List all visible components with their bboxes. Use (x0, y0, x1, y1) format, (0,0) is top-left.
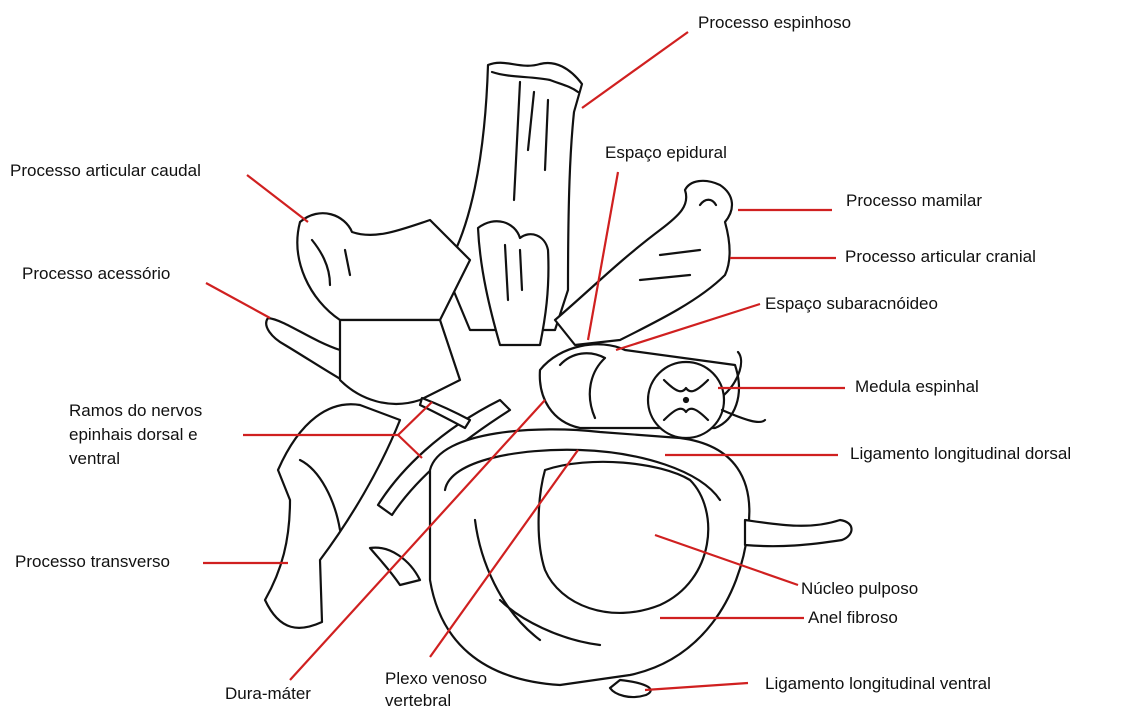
label-nucleo-pulposo: Núcleo pulposo (801, 578, 918, 599)
transverse-process-drawing (265, 404, 400, 628)
label-processo-articular-caudal: Processo articular caudal (10, 160, 201, 181)
label-plexo-venoso-1: Plexo venoso (385, 668, 487, 689)
label-ramos-nervos-2: epinhais dorsal e (69, 424, 198, 445)
leader-processo-espinhoso (582, 32, 688, 108)
label-ligamento-longitudinal-dorsal: Ligamento longitudinal dorsal (850, 443, 1071, 464)
leader-processo-acessorio (206, 283, 270, 318)
label-processo-transverso: Processo transverso (15, 551, 170, 572)
label-processo-espinhoso: Processo espinhoso (698, 12, 851, 33)
label-medula-espinhal: Medula espinhal (855, 376, 979, 397)
label-espaco-subaracnoideo: Espaço subaracnóideo (765, 293, 938, 314)
nucleus-pulposus-drawing (539, 462, 709, 613)
label-processo-acessorio: Processo acessório (22, 263, 170, 284)
caudal-articular-process-drawing (297, 213, 470, 320)
label-ramos-nervos-1: Ramos do nervos (69, 400, 202, 421)
leader-processo-articular-caudal (247, 175, 308, 222)
label-anel-fibroso: Anel fibroso (808, 607, 898, 628)
label-plexo-venoso-2: vertebral (385, 690, 451, 711)
label-processo-articular-cranial: Processo articular cranial (845, 246, 1036, 267)
leader-ligamento-longitudinal-ventral (645, 683, 748, 690)
label-dura-mater: Dura-máter (225, 683, 311, 704)
label-processo-mamilar: Processo mamilar (846, 190, 982, 211)
label-espaco-epidural: Espaço epidural (605, 142, 727, 163)
label-ligamento-longitudinal-ventral: Ligamento longitudinal ventral (765, 673, 991, 694)
label-ramos-nervos-3: ventral (69, 448, 120, 469)
